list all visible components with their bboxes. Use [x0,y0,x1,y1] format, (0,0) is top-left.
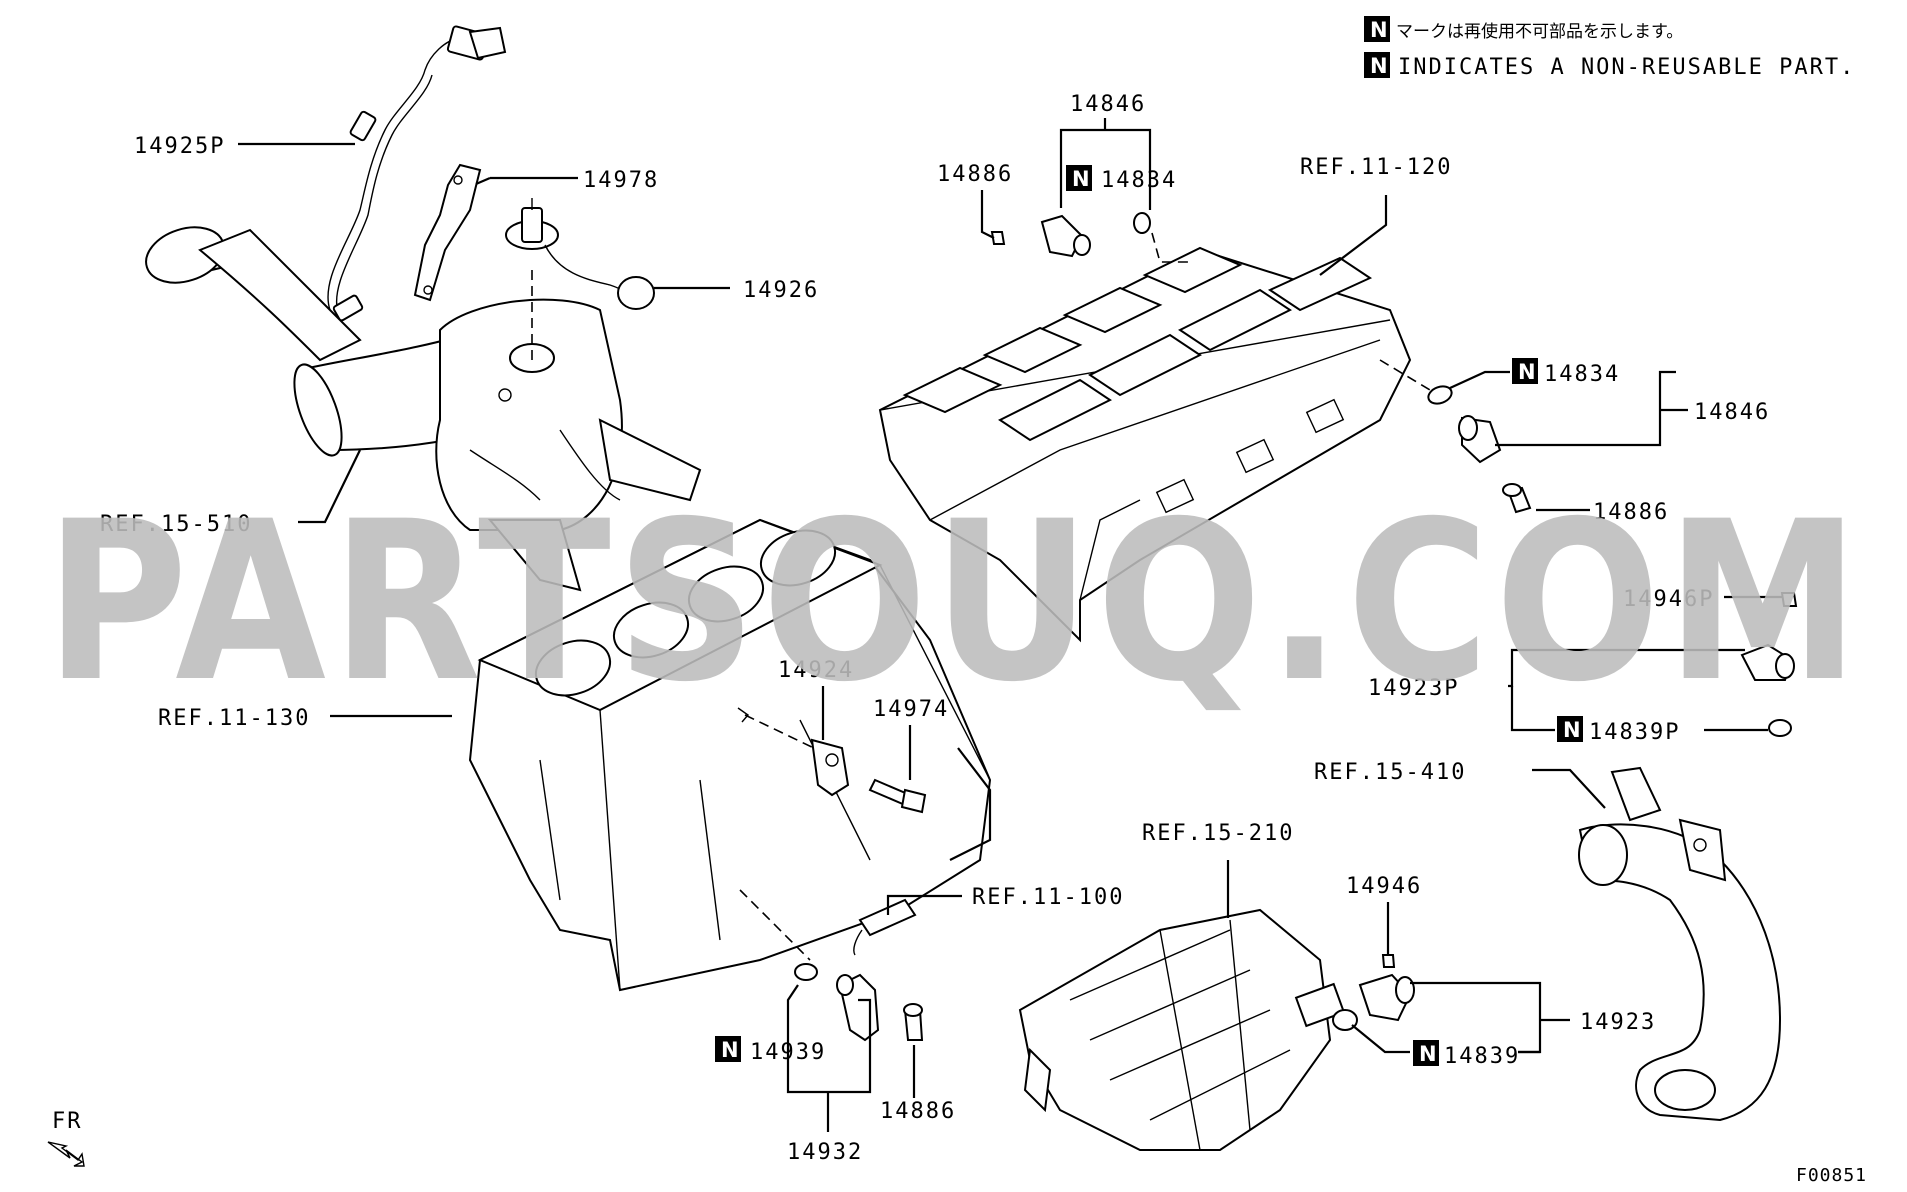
label-14886-right: 14886 [1593,500,1669,525]
badge-letter: N [1370,54,1388,78]
label-ref-15-210: REF.15-210 [1142,821,1294,846]
oil-pressure-part-ref-11-100 [853,898,917,956]
label-14926: 14926 [743,278,819,303]
non-reusable-badge [1066,165,1092,191]
label-14846-right: 14846 [1694,400,1770,425]
cylinder-head [878,246,1412,643]
exhaust-manifold-assembly [145,226,702,592]
watermark: PARTSOUQ.COM [45,474,1865,730]
non-reusable-badge [1364,16,1390,42]
non-reusable-badge [1413,1040,1439,1066]
front-direction-indicator: FR [47,1109,85,1167]
label-ref-15-410: REF.15-410 [1314,760,1466,785]
badge-letter: N [1518,360,1536,384]
leader-lines [238,118,1782,1132]
badge-letter: N [1419,1042,1437,1066]
fr-label: FR [52,1109,83,1134]
intake-manifold [1018,908,1346,1151]
label-ref-11-130: REF.11-130 [158,706,310,731]
figure-code: F00851 [1796,1165,1867,1186]
label-14923: 14923 [1580,1010,1656,1035]
label-14932: 14932 [787,1140,863,1165]
cylinder-block [468,518,992,992]
label-14978: 14978 [583,168,659,193]
pressure-sensor-14923 [1332,954,1415,1031]
knock-sensor-14924 [737,707,850,797]
label-14886-top: 14886 [937,162,1013,187]
label-14924: 14924 [778,658,854,683]
cam-position-sensor-14846-top [990,212,1190,263]
label-14946P: 14946P [1623,587,1714,612]
cam-position-sensor-14846-right [1379,359,1532,514]
label-14839P: 14839P [1589,720,1680,745]
intake-pipe [1578,766,1782,1122]
legend-note-jp: マークは再使用不可部品を示します。 [1396,21,1683,42]
label-14946: 14946 [1346,874,1422,899]
bracket-14978 [413,163,482,302]
label-14923P: 14923P [1368,676,1459,701]
o2-sensor-14926 [505,198,655,360]
non-reusable-badge [1512,358,1538,384]
label-14939: 14939 [750,1040,826,1065]
fr-arrow-icon [47,1141,85,1167]
badge-letter: N [721,1038,739,1062]
label-14886-bottom: 14886 [880,1099,956,1124]
non-reusable-badge [1364,52,1390,78]
label-ref-15-510: REF.15-510 [100,512,252,537]
label-14834-top: 14834 [1101,168,1177,193]
label-14974: 14974 [873,697,949,722]
non-reusable-badge [715,1036,741,1062]
badge-letter: N [1563,718,1581,742]
label-14846-top: 14846 [1070,92,1146,117]
crank-position-sensor-14932 [739,889,924,1042]
o2-sensor-14925P [327,25,507,322]
label-ref-11-100: REF.11-100 [972,885,1124,910]
legend: N マークは再使用不可部品を示します。 N INDICATES A NON-RE… [1364,16,1855,80]
label-14834-right: 14834 [1544,362,1620,387]
non-reusable-badge [1557,716,1583,742]
legend-note-en: INDICATES A NON-REUSABLE PART. [1398,55,1855,80]
labels: 14925P 14978 14926 REF.15-510 REF.11-130… [100,92,1770,1165]
bolt-14974 [868,778,927,814]
label-14925P: 14925P [134,134,225,159]
pressure-sensor-14923P [1740,592,1798,737]
badge-letter: N [1072,167,1090,191]
label-14839: 14839 [1444,1044,1520,1069]
label-ref-11-120: REF.11-120 [1300,155,1452,180]
badge-letter: N [1370,18,1388,42]
